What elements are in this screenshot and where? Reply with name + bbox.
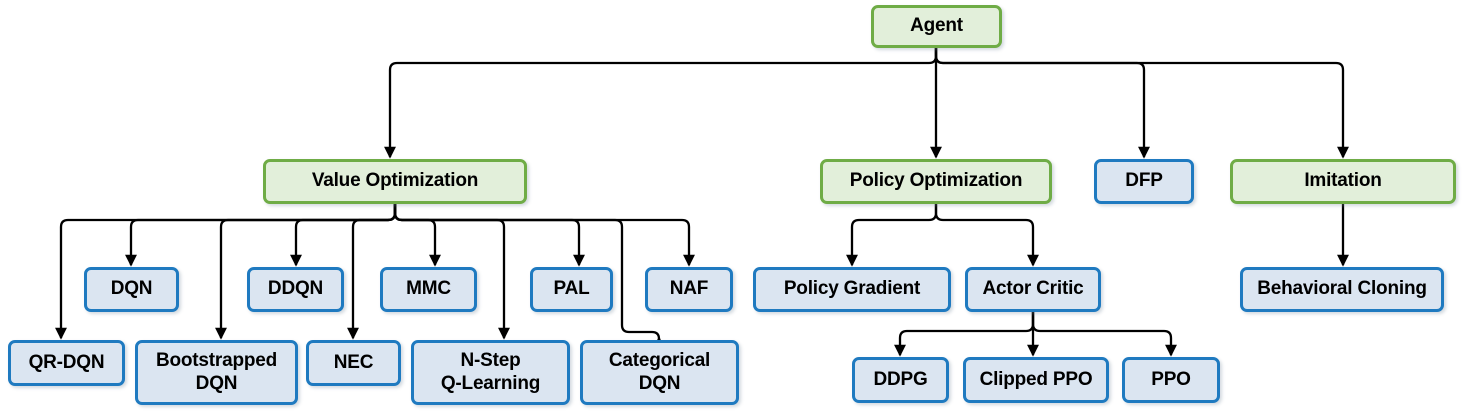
node-dfp[interactable]: DFP (1094, 159, 1194, 204)
node-clipped-ppo[interactable]: Clipped PPO (963, 357, 1109, 403)
node-nec[interactable]: NEC (306, 340, 401, 386)
node-policy-gradient[interactable]: Policy Gradient (753, 267, 951, 312)
node-value-optimization[interactable]: Value Optimization (263, 159, 527, 204)
node-behavioral-cloning[interactable]: Behavioral Cloning (1240, 267, 1444, 312)
node-n-step-q-learning[interactable]: N-Step Q-Learning (411, 340, 570, 405)
node-mmc[interactable]: MMC (380, 267, 477, 312)
node-ppo[interactable]: PPO (1122, 357, 1220, 403)
node-qr-dqn[interactable]: QR-DQN (8, 340, 125, 386)
node-ddpg[interactable]: DDPG (852, 357, 949, 403)
edge-group-policy-optimization (846, 204, 1039, 267)
node-dqn[interactable]: DQN (84, 267, 179, 312)
node-pal[interactable]: PAL (530, 267, 613, 312)
node-policy-optimization[interactable]: Policy Optimization (820, 159, 1052, 204)
node-agent[interactable]: Agent (871, 5, 1002, 48)
node-naf[interactable]: NAF (645, 267, 733, 312)
node-imitation[interactable]: Imitation (1230, 159, 1456, 204)
node-categorical-dqn[interactable]: Categorical DQN (580, 340, 739, 405)
edge-group-agent (384, 48, 1349, 159)
edge-group-actor-critic (894, 312, 1177, 357)
node-actor-critic[interactable]: Actor Critic (965, 267, 1101, 312)
node-ddqn[interactable]: DDQN (247, 267, 344, 312)
node-bootstrapped-dqn[interactable]: Bootstrapped DQN (135, 340, 298, 405)
